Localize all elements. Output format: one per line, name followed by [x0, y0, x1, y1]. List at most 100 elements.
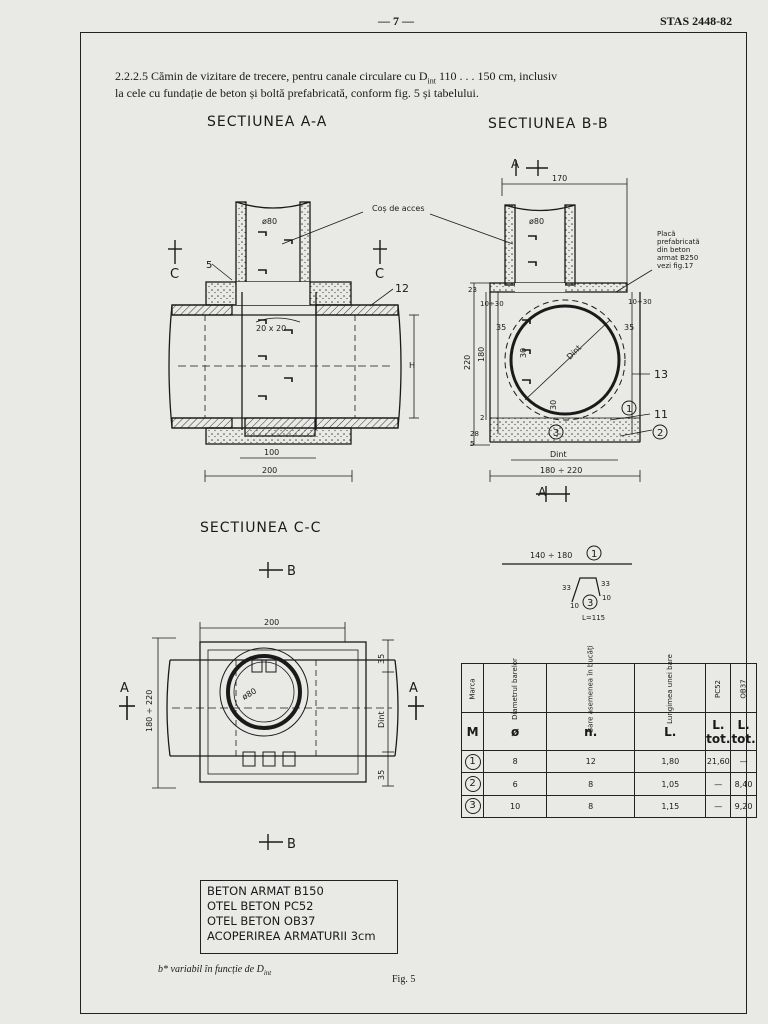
label-cut-b-top: B — [287, 564, 296, 579]
symbol-n: n. — [546, 711, 636, 752]
cell-n: 8 — [546, 772, 636, 796]
label-cut-c-left: C — [170, 267, 179, 282]
col-header-bare: Bare asemenea în bucăți — [546, 645, 636, 732]
mark-circle: 1 — [464, 753, 481, 770]
cell-l: 1,80 — [634, 750, 707, 774]
label-dint-bottom: Dint — [550, 450, 567, 459]
label-bar-33-a: 33 — [562, 584, 571, 592]
label-bar-10-b: 10 — [602, 594, 611, 602]
label-num-13: 13 — [654, 368, 668, 381]
cell-d: 8 — [483, 750, 548, 774]
label-cut-b-bottom: B — [287, 837, 296, 852]
cell-n: 8 — [546, 794, 636, 819]
label-mark-2-bb: 2 — [657, 428, 663, 439]
label-num-5: 5 — [206, 260, 212, 271]
label-bar-33-b: 33 — [601, 580, 610, 588]
section-aa-drawing — [168, 201, 514, 482]
label-dim-220: 220 — [463, 355, 472, 370]
col-header-marca: Marca — [460, 663, 485, 713]
label-placa-4: armat B250 — [657, 254, 698, 262]
label-placa-3: din beton — [657, 246, 690, 254]
label-placa-5: vezi fig.17 — [657, 262, 693, 270]
label-d80-cc: ø80 — [241, 686, 259, 701]
label-dim-100: 100 — [264, 448, 279, 457]
mark-circle: 2 — [464, 776, 481, 793]
section-bb-title: SECTIUNEA B-B — [488, 116, 609, 132]
section-bb-drawing — [470, 160, 668, 502]
label-placa-1: Placă — [657, 230, 676, 238]
label-cut-a-top: A — [511, 157, 520, 171]
label-mark-3-bb: 3 — [553, 428, 559, 439]
label-dim-35-right: 35 — [624, 323, 634, 332]
label-dim-23: 23 — [468, 286, 477, 294]
label-num-12: 12 — [395, 282, 409, 295]
label-dim-170: 170 — [552, 174, 567, 183]
symbol-ltot-pc52: L. tot. — [705, 711, 732, 752]
legend-line: BETON ARMAT B150 — [207, 884, 324, 898]
mark-circle: 3 — [464, 798, 481, 815]
materials-legend: BETON ARMAT B150 OTEL BETON PC52 OTEL BE… — [200, 880, 398, 954]
footnote: b* variabil în funcție de Dint — [158, 964, 272, 977]
label-dim-5: 5 — [470, 440, 474, 448]
table-row: 3 10 8 1,15 — 9,20 — [460, 794, 757, 819]
intro-text: 2.2.2.5 Cămin de vizitare de trecere, pe… — [115, 69, 558, 101]
page-frame — [80, 32, 747, 1014]
figure-caption: Fig. 5 — [392, 974, 416, 985]
table-row: 1 8 12 1,80 21,60 — — [460, 750, 757, 774]
legend-line: ACOPERIREA ARMATURII 3cm — [207, 929, 376, 943]
label-dim-200-cc: 200 — [264, 618, 279, 627]
col-header-diametru: Diametrul barelor — [483, 658, 548, 719]
label-bar-mark-3: 3 — [587, 598, 593, 609]
table-row: 2 6 8 1,05 — 8,40 — [460, 772, 757, 796]
cell-pc52: — — [705, 794, 732, 819]
col-header-lungime: Lungimea unei bare — [634, 654, 707, 723]
label-bar-length: L=115 — [582, 614, 605, 622]
cell-n: 12 — [546, 750, 636, 774]
cell-d: 10 — [483, 794, 548, 819]
cell-ob37: 8,40 — [730, 772, 757, 796]
label-cos-acces: Coș de acces — [372, 204, 425, 214]
label-dim-30-a: 30 — [519, 348, 528, 358]
legend-line: OTEL BETON PC52 — [207, 899, 314, 913]
cell-l: 1,05 — [634, 772, 707, 796]
label-cut-c-right: C — [375, 267, 384, 282]
label-dim-180-220: 180 ÷ 220 — [540, 466, 582, 475]
label-dim-35-top-cc: 35 — [377, 654, 386, 664]
label-10-30-right: 10÷30 — [628, 298, 652, 306]
rebar-table: Marca Diametrul barelor Bare asemenea în… — [460, 645, 757, 819]
standard-code: STAS 2448-82 — [660, 14, 733, 28]
col-header-ob37: OB37 — [730, 663, 757, 713]
symbol-ltot-ob37: L. tot. — [730, 711, 757, 752]
label-bar-10-a: 10 — [570, 602, 579, 610]
label-dim-180: 180 — [477, 347, 486, 362]
label-d80-aa: ø80 — [262, 217, 277, 226]
label-dim-35-bottom-cc: 35 — [377, 770, 386, 780]
label-10-30-left: 10÷30 — [480, 300, 504, 308]
label-dint-cc: Dint — [377, 711, 386, 728]
label-bar-mark-1: 1 — [591, 549, 597, 560]
label-dim-h: H — [409, 361, 415, 370]
symbol-m: M — [460, 711, 485, 752]
cell-l: 1,15 — [634, 794, 707, 819]
bar-shape-detail — [502, 545, 632, 610]
label-dim-28: 28 — [470, 430, 479, 438]
label-cut-a-left-cc: A — [120, 681, 129, 696]
label-dint-bb: Dint — [565, 343, 583, 361]
cell-pc52: 21,60 — [705, 750, 732, 774]
label-mark-1-bb: 1 — [626, 404, 632, 415]
section-aa-title: SECTIUNEA A-A — [207, 114, 328, 130]
legend-line: OTEL BETON OB37 — [207, 914, 316, 928]
label-dim-35-left: 35 — [496, 323, 506, 332]
label-bar-140-180: 140 ÷ 180 — [530, 551, 572, 560]
label-num-11: 11 — [654, 408, 668, 421]
cell-d: 6 — [483, 772, 548, 796]
label-20x20: 20 x 20 — [256, 324, 286, 333]
page-number: — 7 — — [378, 14, 414, 28]
cell-ob37: — — [730, 750, 757, 774]
label-placa-2: prefabricată — [657, 238, 700, 246]
label-cut-a-bottom: A — [538, 485, 547, 499]
section-cc-title: SECTIUNEA C-C — [200, 520, 322, 536]
section-cc-drawing — [119, 562, 424, 850]
label-cut-a-right-cc: A — [409, 681, 418, 696]
